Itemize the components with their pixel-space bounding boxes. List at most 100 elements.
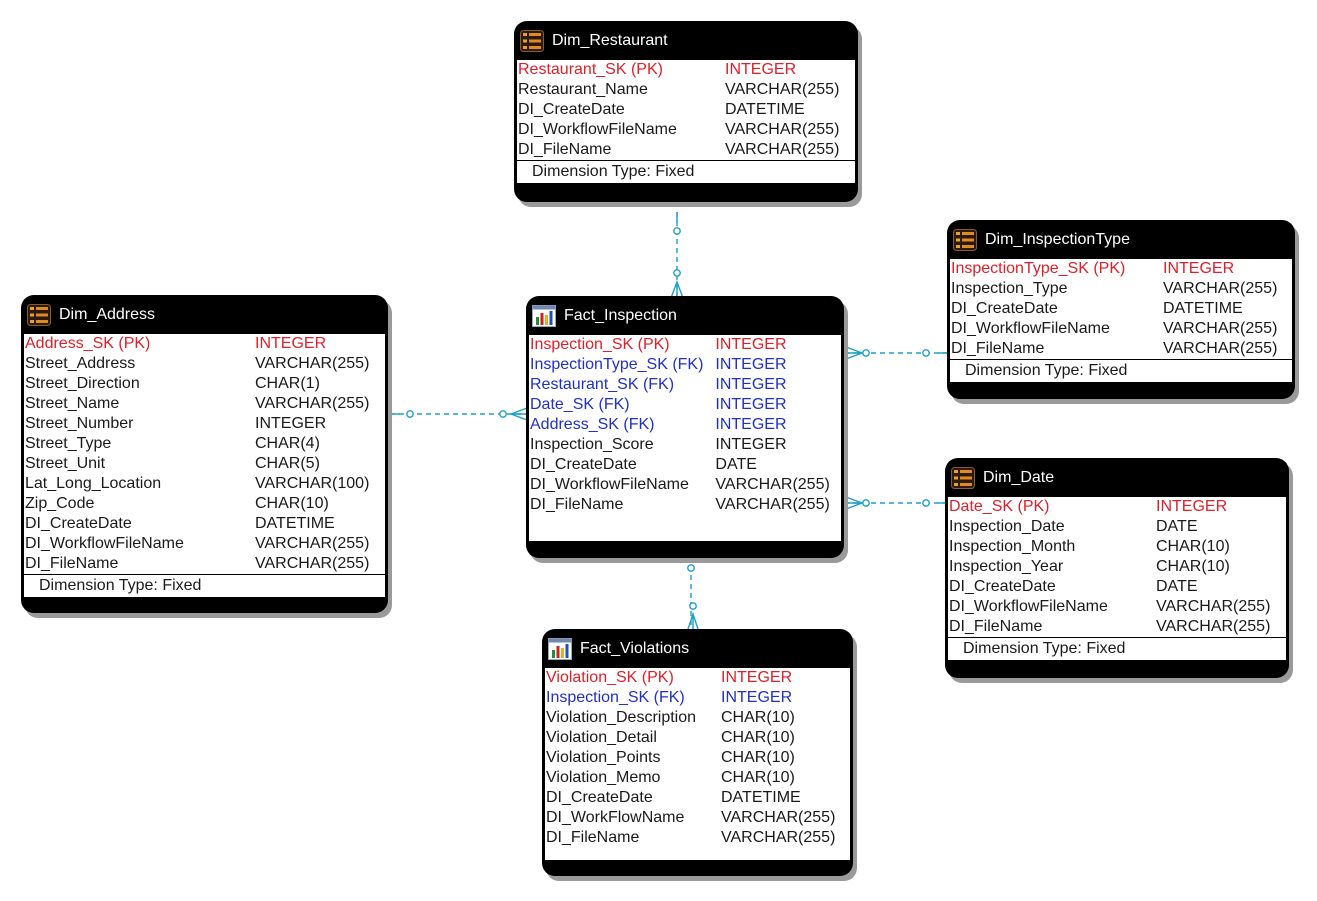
attribute-row[interactable]: Street_Unit CHAR(5) <box>24 454 385 474</box>
attribute-row[interactable]: Restaurant_SK (PK)INTEGER <box>517 60 855 80</box>
attribute-type: VARCHAR(255) <box>1163 340 1278 357</box>
entity-header[interactable]: Dim_Date <box>945 458 1289 497</box>
entity-fact-violations[interactable]: Fact_Violations Violation_SK (PK)INTEGER… <box>542 629 853 876</box>
attribute-name: Address_SK (PK) <box>25 335 151 352</box>
attribute-name: DI_WorkflowFileName <box>25 535 184 552</box>
attribute-type: VARCHAR(255) <box>1163 280 1278 297</box>
entity-title: Fact_Violations <box>580 639 690 657</box>
entity-header[interactable]: Dim_Restaurant <box>514 21 858 60</box>
attribute-type: CHAR(10) <box>721 769 795 786</box>
attribute-type: CHAR(5) <box>255 455 320 472</box>
attribute-row[interactable]: Street_Number INTEGER <box>24 414 385 434</box>
attribute-name: Inspection_Date <box>949 518 1065 535</box>
attribute-name: InspectionType_SK (PK) <box>951 260 1126 277</box>
attribute-name: Address_SK (FK) <box>530 416 655 433</box>
attribute-type: INTEGER <box>255 415 327 432</box>
entity-header[interactable]: Dim_Address <box>21 295 388 334</box>
attribute-row[interactable]: Inspection_SK (PK)INTEGER <box>529 335 841 355</box>
attribute-row[interactable]: DI_WorkflowFileName VARCHAR(255) <box>24 534 385 554</box>
attribute-name: Street_Type <box>25 435 112 452</box>
attribute-name: Inspection_Month <box>949 538 1076 555</box>
list-icon <box>951 466 975 489</box>
attribute-name: Date_SK (FK) <box>530 396 630 413</box>
attribute-row[interactable]: Inspection_SK (FK)INTEGER <box>545 688 850 708</box>
entity-fact-inspection[interactable]: Fact_Inspection Inspection_SK (PK)INTEGE… <box>526 296 844 558</box>
attribute-type: VARCHAR(255) <box>721 809 836 826</box>
attribute-type: VARCHAR(255) <box>255 395 370 412</box>
entity-footer: Dimension Type: Fixed <box>24 574 385 597</box>
attribute-name: Street_Direction <box>25 375 140 392</box>
list-icon <box>953 228 977 251</box>
attribute-name: Street_Number <box>25 415 134 432</box>
entity-header[interactable]: Dim_InspectionType <box>947 220 1295 259</box>
attribute-type: VARCHAR(255) <box>725 121 840 138</box>
attribute-type: DATETIME <box>725 101 805 118</box>
entity-dim-inspection-type[interactable]: Dim_InspectionType InspectionType_SK (PK… <box>947 220 1295 399</box>
attribute-row[interactable]: Date_SK (PK)INTEGER <box>948 497 1286 517</box>
attribute-name: Restaurant_Name <box>518 81 648 98</box>
attribute-type: VARCHAR(255) <box>255 535 370 552</box>
optional-marker <box>922 499 930 507</box>
optional-marker <box>406 410 414 418</box>
attribute-type: INTEGER <box>715 336 787 353</box>
attribute-name: DI_CreateDate <box>546 789 653 806</box>
entity-footer: Dimension Type: Fixed <box>517 160 855 183</box>
attribute-name: DI_FileName <box>530 496 624 513</box>
attribute-row[interactable]: Restaurant_SK (FK)INTEGER <box>529 375 841 395</box>
attribute-name: DI_CreateDate <box>951 300 1058 317</box>
attribute-row[interactable]: Address_SK (FK)INTEGER <box>529 415 841 435</box>
attribute-row[interactable]: Date_SK (FK)INTEGER <box>529 395 841 415</box>
attribute-type: INTEGER <box>1163 260 1235 277</box>
entity-header[interactable]: Fact_Inspection <box>526 296 844 335</box>
attribute-name: DI_CreateDate <box>530 456 637 473</box>
entity-dim-restaurant[interactable]: Dim_Restaurant Restaurant_SK (PK)INTEGER… <box>514 21 858 202</box>
entity-header[interactable]: Fact_Violations <box>542 629 853 668</box>
attribute-row[interactable]: InspectionType_SK (FK)INTEGER <box>529 355 841 375</box>
attribute-row[interactable]: Violation_SK (PK)INTEGER <box>545 668 850 688</box>
attribute-name: DI_FileName <box>25 555 119 572</box>
attribute-row[interactable]: Address_SK (PK)INTEGER <box>24 334 385 354</box>
attribute-row[interactable]: InspectionType_SK (PK) INTEGER <box>950 259 1292 279</box>
attribute-name: Street_Unit <box>25 455 106 472</box>
entity-title: Dim_InspectionType <box>985 230 1130 248</box>
attribute-name: DI_WorkflowFileName <box>530 476 689 493</box>
attribute-type: VARCHAR(255) <box>1156 618 1271 635</box>
